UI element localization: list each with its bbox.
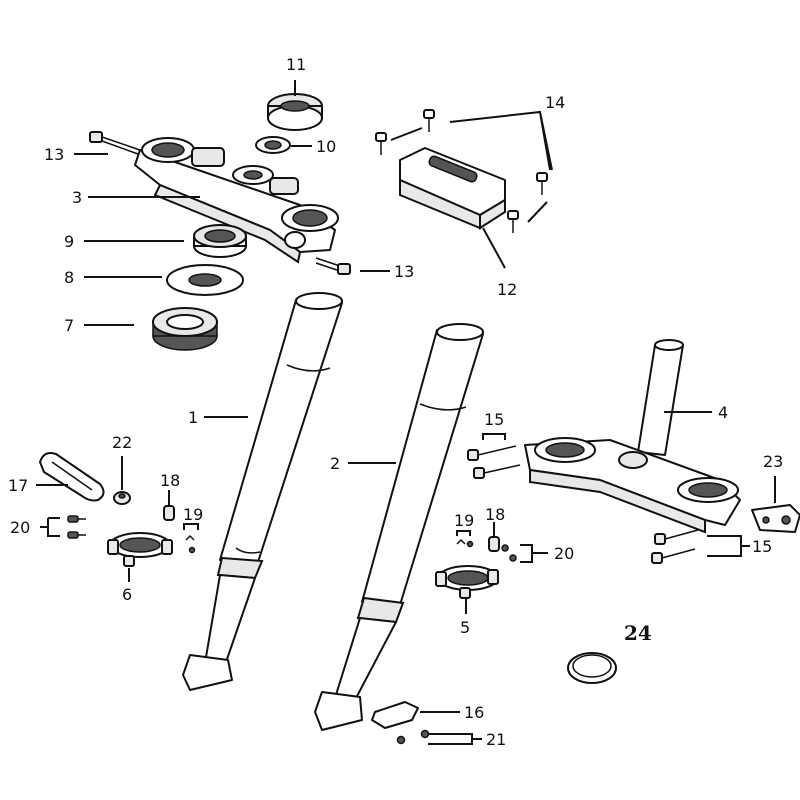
callout-20-left: 20	[10, 518, 30, 537]
bolt-14-c	[536, 172, 548, 195]
part-18-bushing-left	[163, 505, 175, 521]
callout-8: 8	[64, 268, 74, 287]
part-12-handlebar-clamp	[399, 147, 506, 230]
callout-10: 10	[316, 137, 336, 156]
callout-5: 5	[460, 618, 470, 637]
callout-6: 6	[122, 585, 132, 604]
part-18-bushing-right	[488, 536, 500, 552]
callout-22: 22	[112, 433, 132, 452]
callout-13-top: 13	[44, 145, 64, 164]
callout-12: 12	[497, 280, 517, 299]
part-24-seal-ring	[567, 652, 617, 684]
callout-18-right: 18	[485, 505, 505, 524]
callout-19-right: 19	[454, 511, 474, 530]
callout-15-bottom: 15	[752, 537, 772, 556]
part-4-lower-triple-clamp	[524, 339, 741, 534]
bolt-14-a	[375, 132, 387, 155]
leader-14	[390, 110, 553, 223]
part-3-upper-triple-clamp	[134, 137, 339, 264]
leader-20a	[40, 517, 60, 537]
leader-15b	[707, 535, 750, 557]
part-13-pinch-bolt-top	[89, 131, 141, 155]
callout-21: 21	[486, 730, 506, 749]
callout-18-left: 18	[160, 471, 180, 490]
leader-21	[428, 733, 482, 745]
part-2-fork-leg-right	[314, 323, 484, 731]
callout-1: 1	[188, 408, 198, 427]
bolt-14-b	[423, 109, 435, 132]
part-22-nut	[113, 491, 131, 505]
part-6-fork-clamp-left	[107, 532, 173, 567]
part-14-bolts	[375, 109, 548, 233]
part-19-clip-left	[185, 534, 196, 554]
part-5-fork-clamp-right	[435, 565, 499, 599]
callout-15-top: 15	[484, 410, 504, 429]
callout-2: 2	[330, 454, 340, 473]
callout-19-left: 19	[183, 505, 203, 524]
part-8-seal-plate	[166, 264, 244, 296]
part-17-strap	[39, 452, 105, 502]
part-11-stem-nut	[267, 93, 323, 131]
leader-15a	[482, 433, 506, 440]
part-19-clip-right	[456, 538, 474, 548]
callout-4: 4	[718, 403, 728, 422]
part-21-screws	[396, 729, 430, 745]
callout-20-right: 20	[554, 544, 574, 563]
part-20-screws-left	[67, 515, 86, 539]
callout-14: 14	[545, 93, 565, 112]
part-1-fork-leg-left	[182, 292, 343, 691]
leader-19a	[183, 523, 199, 530]
part-9-bearing	[193, 224, 247, 258]
part-15-bolts-bottom	[651, 529, 699, 564]
leader-lines	[36, 80, 776, 745]
callout-24: 24	[624, 621, 652, 645]
part-15-bolts-top	[467, 445, 521, 479]
part-23-bracket	[751, 504, 800, 533]
part-10-washer	[255, 136, 291, 154]
callout-9: 9	[64, 232, 74, 251]
callout-13-bottom: 13	[394, 262, 414, 281]
callout-7: 7	[64, 316, 74, 335]
part-7-ring-nut	[152, 307, 218, 351]
part-16-hose-guide	[371, 701, 419, 729]
bolt-14-d	[507, 210, 519, 233]
leader-12	[482, 227, 506, 269]
part-13-pinch-bolt-bottom	[315, 257, 351, 275]
callout-16: 16	[464, 703, 484, 722]
leader-20b	[520, 544, 548, 563]
callout-23: 23	[763, 452, 783, 471]
callout-11: 11	[286, 55, 306, 74]
callout-17: 17	[8, 476, 28, 495]
callout-labels: 11 10 13 3 9 8 7 13 14 12 1 2 4 15 15 23…	[8, 55, 783, 749]
leader-19b	[456, 530, 471, 536]
callout-3: 3	[72, 188, 82, 207]
part-20-screws-right	[501, 544, 517, 562]
